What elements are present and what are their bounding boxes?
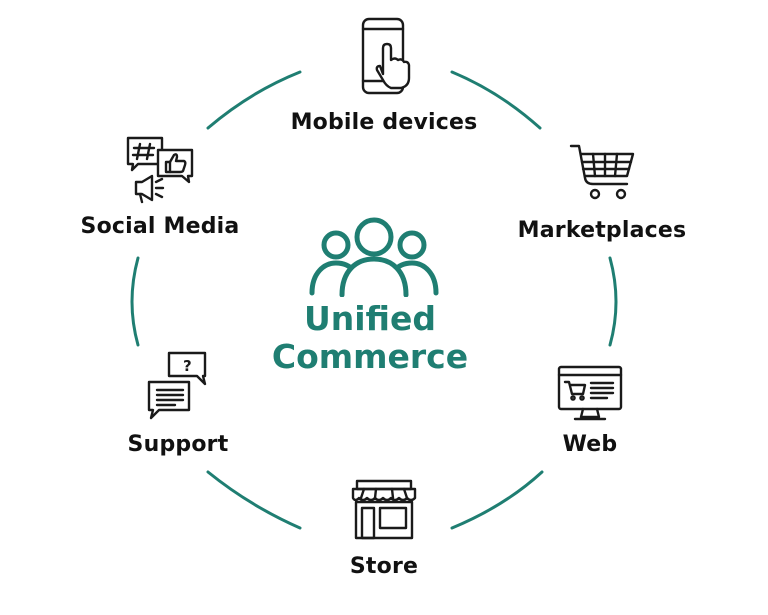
shopping-cart-icon (569, 144, 635, 200)
channel-social-media: Social Media (70, 134, 250, 239)
channel-web: Web (520, 364, 660, 457)
channel-marketplaces: Marketplaces (502, 140, 702, 243)
channel-store-label: Store (349, 554, 419, 579)
svg-text:?: ? (183, 357, 192, 375)
ring-arc-top-right (450, 70, 542, 130)
web-shop-monitor-icon (557, 365, 623, 421)
ring-arc-bottom-right (450, 470, 544, 530)
ring-arc-right (608, 256, 618, 347)
social-media-icon (126, 136, 194, 204)
users-group-icon (309, 217, 439, 297)
channel-social-label: Social Media (80, 214, 240, 239)
channel-marketplaces-label: Marketplaces (517, 218, 687, 243)
chat-support-icon: ? (147, 351, 207, 420)
center-title-line1: Unified (303, 299, 437, 338)
channel-support-label: Support (127, 432, 229, 457)
channel-store: Store (314, 478, 454, 579)
channel-support: ? Support (108, 350, 248, 457)
center-title: Unified Commerce (250, 300, 490, 376)
channel-mobile-devices: Mobile devices (274, 16, 494, 135)
channel-mobile-label: Mobile devices (290, 110, 478, 135)
ring-arc-top-left (206, 70, 302, 130)
ring-arc-bottom-left (206, 470, 302, 530)
mobile-touch-icon (361, 17, 411, 95)
ring-arc-left (130, 256, 140, 347)
center-title-line2: Commerce (271, 337, 469, 376)
storefront-icon (351, 479, 417, 540)
channel-web-label: Web (562, 432, 618, 457)
